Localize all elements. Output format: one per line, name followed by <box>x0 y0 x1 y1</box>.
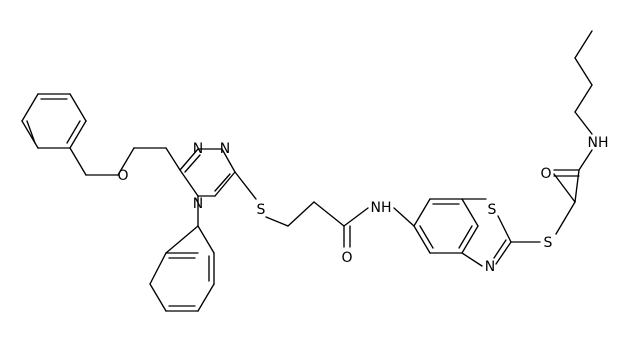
bond <box>555 201 576 235</box>
atom-nitrogen-triazole-4: N <box>193 196 203 212</box>
bond <box>574 169 580 203</box>
bond <box>265 216 289 227</box>
bond <box>69 93 87 122</box>
bond <box>574 84 593 113</box>
bond <box>21 93 39 122</box>
atom-nh-amide-right: NH <box>588 135 609 151</box>
bond <box>149 283 167 312</box>
bond <box>165 225 199 254</box>
bond <box>179 148 199 171</box>
bond <box>313 201 345 227</box>
bond <box>197 225 215 254</box>
atom-oxygen-ether: O <box>117 168 128 184</box>
bond <box>413 225 431 254</box>
bond <box>413 198 431 227</box>
atom-oxygen-amide-right: O <box>540 166 551 182</box>
atom-labels: O N N N S O NH S N S O NH <box>117 135 608 275</box>
bond <box>495 241 512 265</box>
bond <box>214 171 236 197</box>
bond <box>287 201 315 227</box>
bond <box>461 225 479 254</box>
bond <box>574 111 593 135</box>
atom-sulfur-thioether-left: S <box>257 202 266 218</box>
bond <box>461 198 479 227</box>
bond <box>69 147 87 176</box>
bond <box>197 283 215 312</box>
bond <box>165 147 181 171</box>
bond <box>574 57 593 86</box>
bond <box>553 173 576 203</box>
bond <box>69 120 87 149</box>
atom-nitrogen-thiazole: N <box>485 259 495 275</box>
bond <box>574 30 593 59</box>
bond <box>461 252 483 267</box>
bond <box>221 148 236 173</box>
atom-sulfur-thiazole: S <box>488 202 497 218</box>
bond <box>26 120 36 144</box>
atom-oxygen-amide-left: O <box>341 250 352 266</box>
bond <box>179 169 199 197</box>
atom-nitrogen-triazole-b: N <box>220 141 230 157</box>
bond <box>234 171 257 200</box>
atom-nh-amide-left: NH <box>371 200 392 216</box>
bond <box>149 252 167 285</box>
bond <box>66 120 81 144</box>
bond <box>214 173 231 192</box>
bond <box>184 154 201 173</box>
bond <box>578 149 593 171</box>
bond-lines <box>21 30 593 312</box>
bond <box>343 207 369 227</box>
bond <box>493 239 507 259</box>
bond <box>419 225 434 249</box>
bond <box>393 207 415 227</box>
atom-nitrogen-triazole-a: N <box>193 141 203 157</box>
bond <box>458 225 473 249</box>
bond <box>117 147 135 176</box>
atom-sulfur-thioether-right: S <box>544 235 553 251</box>
bond <box>21 120 39 149</box>
bond <box>497 215 512 243</box>
